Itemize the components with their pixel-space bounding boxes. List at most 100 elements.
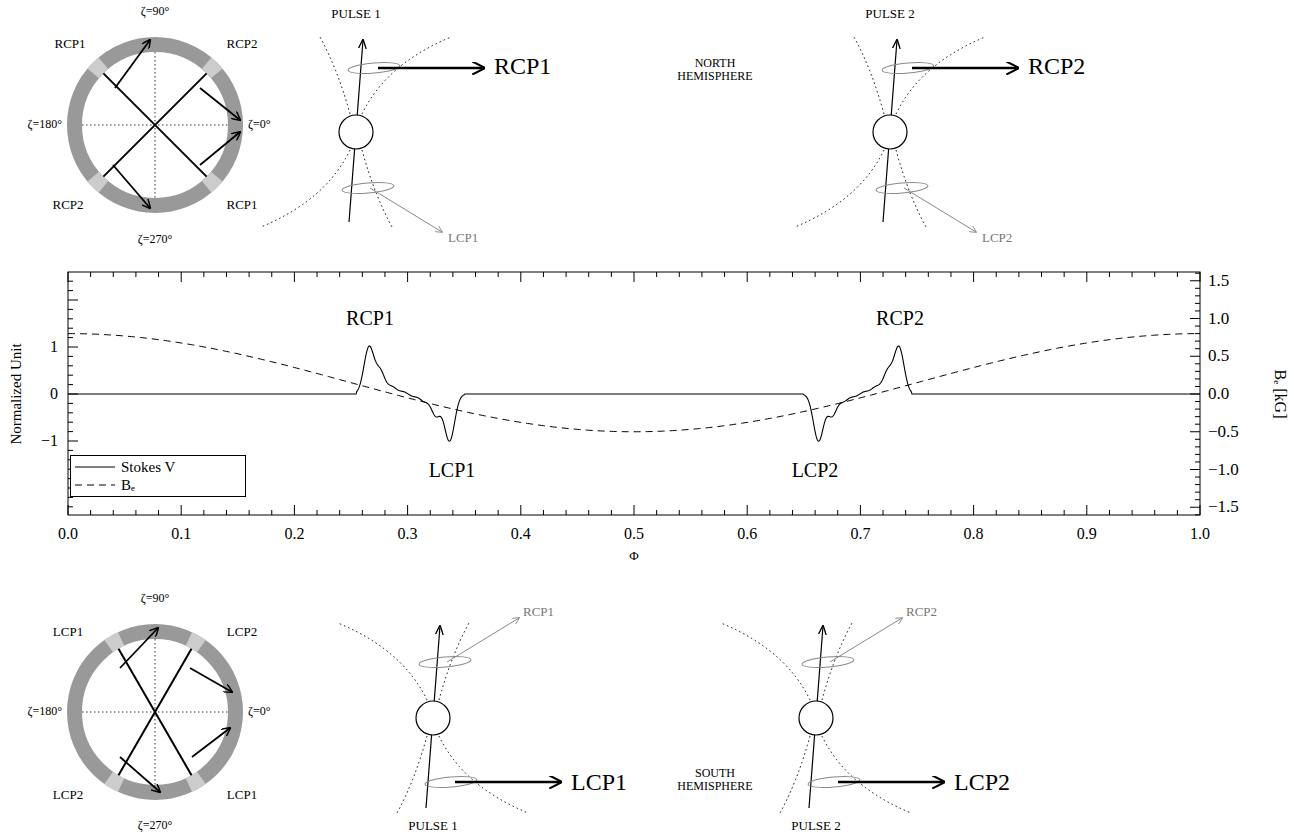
weak-beam-arrow	[370, 188, 442, 232]
tick-label: 0.9	[1077, 525, 1097, 543]
tick	[203, 272, 204, 277]
field-line	[854, 37, 884, 114]
field-line	[822, 736, 911, 813]
field-line	[362, 37, 451, 114]
weak-beam-arrow	[447, 618, 519, 662]
legend-sample	[75, 480, 115, 490]
star-disc	[416, 701, 450, 735]
axis-title: Φ	[629, 549, 639, 563]
rotation-arrow	[115, 40, 150, 88]
tick	[68, 337, 73, 338]
tick	[226, 272, 227, 277]
beam-name: RCP1	[523, 605, 554, 619]
tick	[1195, 310, 1200, 311]
tick	[837, 510, 838, 515]
emission-cone	[876, 181, 929, 195]
tick	[1195, 484, 1200, 485]
beam-name: LCP2	[982, 231, 1012, 245]
tick	[520, 505, 521, 515]
tick	[656, 510, 657, 515]
tick	[1190, 431, 1200, 432]
tick	[68, 300, 78, 301]
beam-line	[103, 73, 206, 176]
phase-ring	[75, 45, 236, 206]
emission-cone	[802, 655, 855, 669]
field-line	[896, 37, 985, 114]
tick	[1195, 295, 1200, 296]
tick	[68, 422, 73, 423]
beam-arrow	[912, 67, 1018, 70]
field-line	[721, 623, 810, 700]
rotation-arrow	[120, 628, 158, 668]
tick	[566, 272, 567, 277]
beam-name: RCP1	[494, 53, 551, 79]
beam-name: RCP2	[906, 605, 937, 619]
tick	[928, 510, 929, 515]
tick	[543, 510, 544, 515]
peak-label: RCP1	[346, 307, 394, 329]
rotation-arrow	[192, 728, 230, 757]
tick	[1190, 356, 1200, 357]
tick	[68, 384, 73, 385]
tick	[384, 272, 385, 277]
tick	[68, 281, 73, 282]
visible-window	[93, 63, 103, 73]
tick	[679, 272, 680, 277]
emission-cone	[419, 655, 472, 669]
beam-name: RCP2	[226, 37, 257, 51]
beam-name: LCP1	[448, 231, 478, 245]
field-line	[320, 37, 350, 114]
tick	[724, 510, 725, 515]
tick	[973, 272, 974, 282]
visible-window	[109, 639, 122, 646]
tick	[679, 510, 680, 515]
tick	[1195, 461, 1200, 462]
legend-sample	[75, 462, 115, 472]
tick	[68, 347, 78, 348]
tick	[407, 505, 408, 515]
tick	[1200, 505, 1201, 515]
tick	[860, 272, 861, 282]
tick	[158, 510, 159, 515]
visible-window	[189, 639, 202, 646]
tick-label: 0.5	[624, 525, 644, 543]
tick	[68, 309, 73, 310]
tick	[68, 441, 78, 442]
tick	[135, 510, 136, 515]
tick-label: 0.0	[58, 525, 78, 543]
beam-name: LCP1	[227, 788, 257, 802]
tick	[339, 272, 340, 277]
tick	[1190, 469, 1200, 470]
tick	[1195, 439, 1200, 440]
tick	[883, 510, 884, 515]
tick	[362, 272, 363, 277]
beam-line	[103, 73, 206, 176]
tick	[634, 505, 635, 515]
tick	[1190, 318, 1200, 319]
tick	[226, 510, 227, 515]
tick	[68, 450, 73, 451]
tick	[634, 272, 635, 282]
tick	[271, 272, 272, 277]
tick	[1195, 363, 1200, 364]
axis-title: Bₑ [kG]	[1271, 370, 1289, 419]
tick	[1195, 273, 1200, 274]
tick	[158, 272, 159, 277]
tick	[1195, 288, 1200, 289]
beam-name: LCP2	[227, 625, 257, 639]
tick	[1154, 272, 1155, 277]
tick	[249, 272, 250, 277]
star-disc	[799, 701, 833, 735]
beam-line	[119, 649, 192, 775]
tick	[1018, 510, 1019, 515]
field-line	[362, 150, 392, 227]
tick	[90, 272, 91, 277]
beam-arrow	[838, 781, 944, 784]
tick	[747, 272, 748, 282]
tick	[362, 510, 363, 515]
beam-name: RCP2	[52, 198, 83, 212]
field-line	[261, 150, 350, 227]
tick	[905, 272, 906, 277]
tick	[68, 412, 73, 413]
tick	[950, 510, 951, 515]
